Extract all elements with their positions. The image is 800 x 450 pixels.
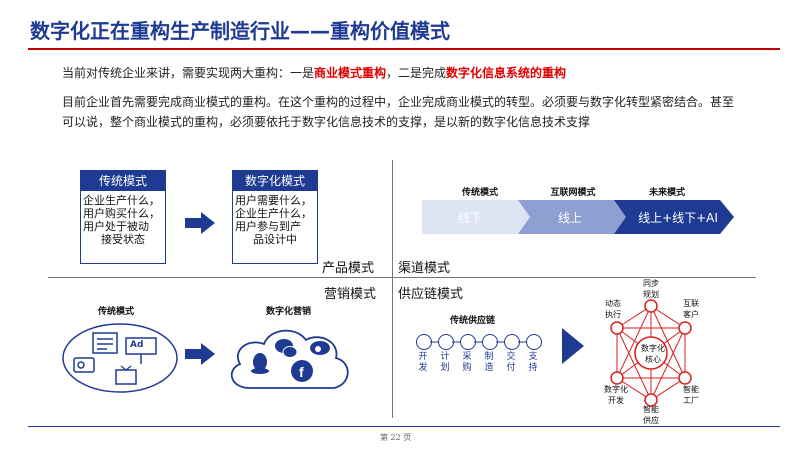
channel-stage-future-label: 线上+线下+AI (638, 211, 718, 225)
description-paragraph: 目前企业首先需要完成商业模式的重构。在这个重构的过程中，企业完成商业模式的转型。… (62, 95, 735, 129)
title-divider (28, 48, 780, 50)
smart-supply-label: 智能供应 (643, 405, 659, 425)
channel-header-internet: 互联网模式 (550, 188, 596, 198)
qq-icon (251, 353, 269, 374)
supply-step-connectors (430, 341, 526, 343)
supply-step-support: 支持 (528, 352, 538, 373)
digital-core-label: 数字化核心 (641, 344, 665, 364)
intro-line: 当前对传统企业来讲，需要实现两大重构：一是商业模式重构，二是完成数字化信息系统的… (62, 64, 566, 81)
digital-development-node (610, 371, 624, 385)
wechat-icon (275, 339, 298, 358)
digital-supply-network (610, 299, 692, 407)
sync-planning-label: 同步规划 (643, 279, 659, 299)
digital-product-title: 数字化模式 (233, 171, 317, 191)
smart-factory-node (678, 371, 692, 385)
traditional-marketing-illustration (62, 323, 178, 393)
marketing-digital-label: 数字化营销 (266, 307, 312, 317)
channel-stage-offline-label: 线下 (457, 211, 482, 225)
channel-mode-label: 渠道模式 (398, 261, 451, 276)
sync-planning-node (644, 299, 658, 313)
supply-step-purchase: 采购 (462, 352, 472, 373)
traditional-product-line: 企业生产什么， (83, 194, 160, 207)
traditional-product-box: 传统模式 企业生产什么， 用户购买什么， 用户处于被动 接受状态 (80, 170, 166, 264)
digital-product-text: 用户需要什么， 企业生产什么， 用户参与到产 品设计中 (233, 191, 317, 246)
digital-marketing-cloud: f (230, 329, 349, 389)
intro-middle: ，二是完成 (386, 66, 447, 80)
dynamic-execution-label: 动态执行 (605, 299, 621, 319)
digital-product-line: 企业生产什么， (235, 207, 312, 220)
smart-supply-node (644, 393, 658, 407)
digital-development-label: 数字化开发 (604, 385, 628, 405)
channel-stage-online (518, 200, 632, 234)
channel-header-future: 未来模式 (648, 188, 685, 198)
product-mode-label: 产品模式 (322, 261, 375, 276)
marketing-traditional-label: 传统模式 (98, 307, 135, 317)
arrow-right-icon (185, 212, 215, 234)
weibo-icon (310, 341, 330, 355)
chevron-right-icon (562, 328, 584, 364)
digital-product-line: 品设计中 (253, 233, 297, 246)
digital-product-line: 用户需要什么， (235, 194, 312, 207)
footer-divider (28, 426, 780, 427)
horizontal-divider (48, 277, 756, 278)
traditional-product-line: 用户购买什么， (83, 207, 160, 220)
channel-stage-future (614, 200, 734, 234)
page-number: 第 22 页 (380, 433, 412, 442)
traditional-product-text: 企业生产什么， 用户购买什么， 用户处于被动 接受状态 (81, 191, 165, 246)
connected-customer-label: 互联客户 (683, 299, 699, 319)
marketing-mode-label: 营销模式 (324, 287, 377, 302)
newspaper-icon (92, 332, 118, 354)
intro-highlight-digital-system: 数字化信息系统的重构 (446, 66, 567, 80)
tv-icon (115, 365, 137, 385)
intro-prefix: 当前对传统企业来讲，需要实现两大重构：一是 (62, 66, 315, 80)
traditional-product-line: 接受状态 (101, 233, 145, 246)
channel-stage-online-label: 线上 (557, 211, 582, 225)
facebook-icon: f (291, 360, 313, 382)
arrow-right-icon (185, 343, 215, 365)
channel-header-traditional: 传统模式 (461, 188, 498, 198)
billboard-ad-text: Ad (130, 340, 144, 350)
digital-product-line: 用户参与到产 (235, 220, 301, 233)
svg-text:f: f (299, 364, 304, 380)
supply-step-manufacture: 制造 (484, 352, 494, 373)
traditional-product-title: 传统模式 (81, 171, 165, 191)
channel-evolution-arrows (422, 200, 734, 234)
support-icon (526, 334, 542, 350)
supply-step-plan: 计划 (440, 352, 450, 373)
smart-factory-label: 智能工厂 (683, 385, 699, 405)
radio-icon (73, 357, 95, 373)
digital-core-circle (634, 336, 668, 370)
supply-step-develop: 开发 (418, 352, 428, 373)
vertical-divider (392, 160, 393, 418)
connected-customer-node (678, 321, 692, 335)
digital-product-box: 数字化模式 用户需要什么， 企业生产什么， 用户参与到产 品设计中 (232, 170, 318, 264)
page-title: 数字化正在重构生产制造行业——重构价值模式 (30, 19, 450, 43)
supply-chain-mode-label: 供应链模式 (398, 287, 464, 302)
supply-step-deliver: 交付 (506, 352, 516, 373)
channel-stage-offline (422, 200, 536, 234)
dynamic-execution-node (610, 321, 624, 335)
traditional-product-line: 用户处于被动 (83, 220, 149, 233)
intro-highlight-business-model: 商业模式重构 (314, 66, 387, 80)
billboard-icon (125, 337, 157, 364)
traditional-supply-chain-label: 传统供应链 (450, 316, 496, 326)
